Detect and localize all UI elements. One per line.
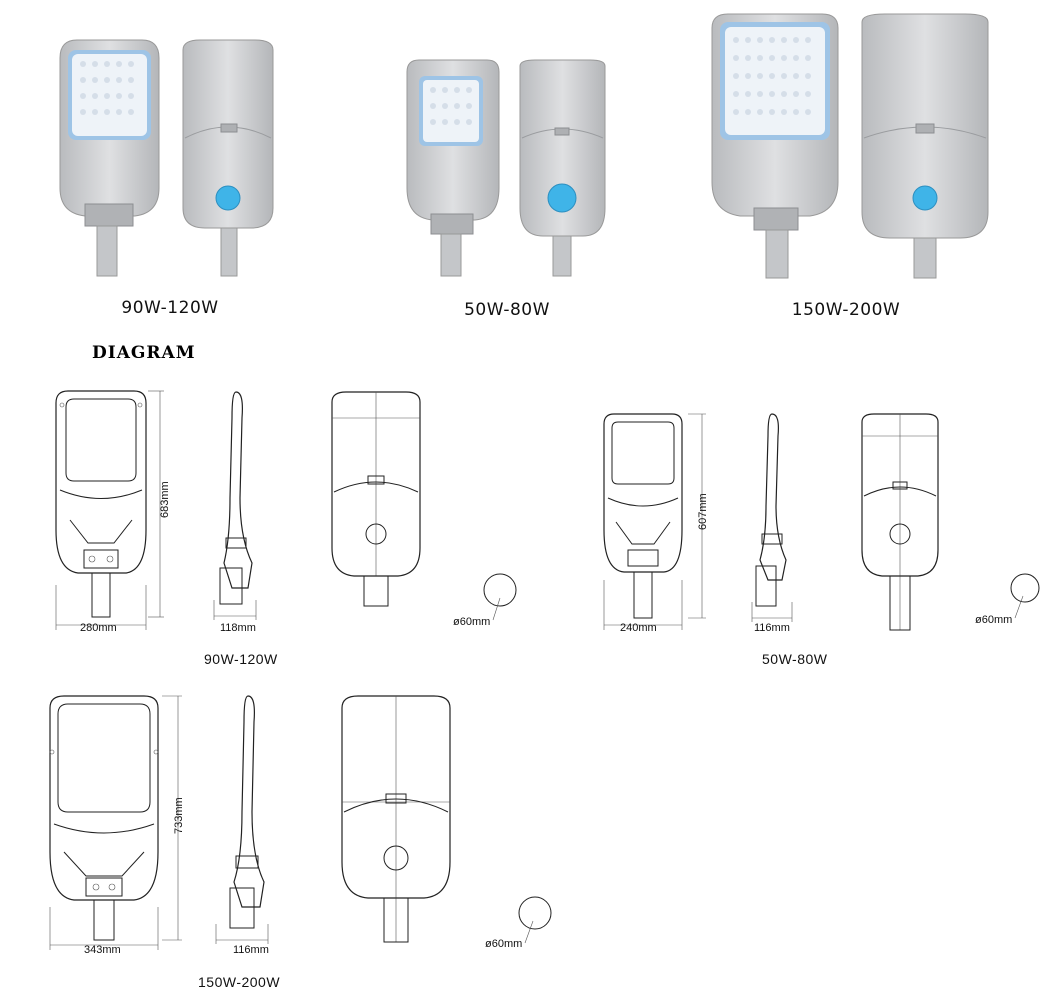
dim-height-90w-120w: 683mm xyxy=(159,481,171,518)
dim-pipe-50w-80w: ø60mm xyxy=(975,614,1013,626)
dim-pipe-150w-200w: ø60mm xyxy=(485,938,523,950)
drawing-pipe-50w-80w xyxy=(1010,573,1040,619)
photo-label-90w-120w: 90W-120W xyxy=(121,298,219,318)
drawing-pipe-150w-200w xyxy=(518,896,552,944)
dim-height-50w-80w: 607mm xyxy=(697,493,709,530)
photo-label-50w-80w: 50W-80W xyxy=(464,300,550,320)
dim-width-150w-200w: 343mm xyxy=(84,944,121,956)
drawing-side-150w-200w xyxy=(215,695,269,944)
photo-label-150w-200w: 150W-200W xyxy=(791,300,901,320)
caption-150w-200w: 150W-200W xyxy=(198,974,281,990)
product-photo-150w-200w xyxy=(711,13,989,279)
drawing-front-150w-200w xyxy=(49,695,182,950)
dim-height-150w-200w: 733mm xyxy=(173,797,185,834)
drawing-side-50w-80w xyxy=(751,413,793,622)
drawing-pipe-90w-120w xyxy=(483,573,517,621)
dim-pipe-90w-120w: ø60mm xyxy=(453,616,491,628)
diagram-title: DIAGRAM xyxy=(92,343,196,363)
dim-depth-150w-200w: 116mm xyxy=(233,944,269,956)
product-photo-50w-80w xyxy=(406,59,606,277)
drawing-front-90w-120w xyxy=(55,390,164,630)
drawing-back-50w-80w xyxy=(861,413,939,631)
drawing-front-50w-80w xyxy=(603,413,706,630)
drawing-side-90w-120w xyxy=(213,391,257,620)
dim-width-50w-80w: 240mm xyxy=(620,622,657,634)
product-photo-90w-120w xyxy=(59,39,274,277)
drawing-back-90w-120w xyxy=(331,391,421,607)
caption-50w-80w: 50W-80W xyxy=(762,651,828,667)
dim-depth-90w-120w: 118mm xyxy=(220,622,256,634)
drawing-back-150w-200w xyxy=(341,695,451,943)
dim-depth-50w-80w: 116mm xyxy=(754,622,790,634)
caption-90w-120w: 90W-120W xyxy=(204,651,278,667)
dim-width-90w-120w: 280mm xyxy=(80,622,117,634)
